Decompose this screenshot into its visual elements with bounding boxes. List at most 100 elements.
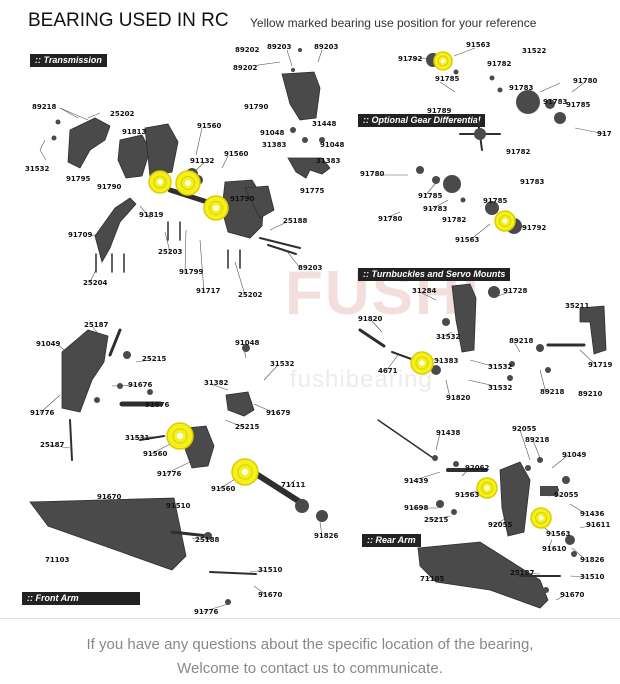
part-number-label: 92055 bbox=[512, 425, 537, 433]
part-number-label: 31383 bbox=[262, 141, 287, 149]
part-number-label: 91670 bbox=[560, 591, 585, 599]
leader-line bbox=[539, 82, 561, 93]
part-number-label: 91048 bbox=[235, 339, 260, 347]
leader-line bbox=[234, 261, 246, 296]
bearing-marker bbox=[410, 351, 434, 375]
bearing-marker bbox=[530, 507, 552, 529]
part-shape bbox=[571, 551, 577, 557]
part-shape bbox=[451, 283, 477, 353]
leader-line bbox=[135, 359, 151, 363]
part-number-label: 25202 bbox=[110, 110, 135, 118]
part-number-label: 31284 bbox=[412, 287, 437, 295]
part-shape bbox=[417, 541, 549, 609]
leader-line bbox=[406, 57, 431, 61]
part-shape bbox=[117, 134, 151, 179]
bearing-marker bbox=[231, 458, 259, 486]
part-number-label: 91670 bbox=[258, 591, 283, 599]
leader-line bbox=[47, 444, 71, 449]
part-number-label: 91783 bbox=[509, 84, 534, 92]
leader-line bbox=[439, 331, 453, 339]
part-number-label: 89202 bbox=[235, 46, 260, 54]
part-shape bbox=[225, 599, 231, 605]
part-number-label: 91782 bbox=[487, 60, 512, 68]
part-shape bbox=[244, 185, 275, 219]
part-shape bbox=[443, 175, 461, 193]
part-number-label: 25188 bbox=[283, 217, 308, 225]
part-shape bbox=[499, 461, 531, 537]
part-number-label: 91049 bbox=[36, 340, 61, 348]
leader-line bbox=[539, 369, 547, 394]
part-number-label: 89218 bbox=[32, 103, 57, 111]
leader-line bbox=[579, 349, 597, 366]
part-shape bbox=[67, 117, 111, 169]
bearing-marker bbox=[203, 195, 229, 221]
leader-line bbox=[467, 379, 496, 387]
leader-line bbox=[370, 319, 383, 333]
part-number-label: 31510 bbox=[580, 573, 605, 581]
part-number-label: 91436 bbox=[580, 510, 605, 518]
bearing-marker bbox=[433, 51, 453, 71]
section-transmission: :: Transmission bbox=[30, 54, 107, 67]
bearing-marker bbox=[494, 210, 516, 232]
part-number-label: 91728 bbox=[503, 287, 528, 295]
part-number-label: 91792 bbox=[522, 224, 547, 232]
part-number-label: 91560 bbox=[143, 450, 168, 458]
bearing-markers bbox=[148, 51, 552, 529]
part-number-label: 92055 bbox=[554, 491, 579, 499]
leader-line bbox=[497, 291, 511, 297]
part-shape bbox=[432, 176, 440, 184]
part-shape bbox=[358, 328, 386, 348]
part-shape bbox=[259, 237, 301, 249]
part-number-label: 89218 bbox=[525, 436, 550, 444]
part-number-label: 91560 bbox=[224, 150, 249, 158]
part-number-label: 91709 bbox=[68, 231, 93, 239]
leader-line bbox=[269, 221, 288, 231]
leader-line bbox=[201, 603, 229, 613]
leader-line bbox=[453, 47, 476, 57]
part-shape bbox=[453, 69, 459, 75]
part-number-label: 91560 bbox=[197, 122, 222, 130]
part-number-label: 89203 bbox=[298, 264, 323, 272]
part-shape bbox=[488, 286, 500, 298]
part-number-label: 25187 bbox=[40, 441, 65, 449]
leader-line bbox=[253, 403, 276, 414]
part-shape bbox=[291, 68, 295, 72]
part-shape bbox=[94, 338, 102, 346]
footer-line-2: Welcome to contact us to communicate. bbox=[177, 660, 443, 677]
part-number-label: 91563 bbox=[546, 530, 571, 538]
part-shape bbox=[545, 367, 551, 373]
part-shape bbox=[55, 119, 61, 125]
part-number-label: 91783 bbox=[543, 98, 568, 106]
part-shape bbox=[242, 344, 250, 352]
leader-line bbox=[249, 569, 267, 573]
part-number-label: 4671 bbox=[378, 367, 398, 375]
part-shape bbox=[453, 461, 459, 467]
part-number-label: 31522 bbox=[522, 47, 547, 55]
part-number-label: 91826 bbox=[314, 532, 339, 540]
leader-line bbox=[286, 49, 293, 67]
part-shape bbox=[416, 166, 424, 174]
part-number-label: 91780 bbox=[378, 215, 403, 223]
part-number-label: 91820 bbox=[358, 315, 383, 323]
part-shape bbox=[51, 135, 57, 141]
part-number-label: 35211 bbox=[565, 302, 590, 310]
part-shape bbox=[108, 328, 122, 357]
part-number-label: 25203 bbox=[158, 248, 183, 256]
part-number-label: 89210 bbox=[578, 390, 603, 398]
part-number-label: 25215 bbox=[142, 355, 167, 363]
part-number-label: 31383 bbox=[434, 357, 459, 365]
part-number-label: 91782 bbox=[506, 148, 531, 156]
leader-line bbox=[89, 269, 97, 283]
part-shape bbox=[485, 201, 499, 215]
leader-line bbox=[385, 211, 401, 219]
part-shape bbox=[144, 123, 179, 177]
part-number-label: 31532 bbox=[488, 384, 513, 392]
part-number-label: 91819 bbox=[139, 211, 164, 219]
part-number-label: 91563 bbox=[466, 41, 491, 49]
part-shape bbox=[147, 389, 153, 395]
leader-line bbox=[221, 155, 229, 169]
leader-line bbox=[251, 61, 281, 67]
footer-separator bbox=[0, 618, 620, 619]
leader-line bbox=[435, 432, 441, 451]
leader-line bbox=[385, 354, 399, 372]
